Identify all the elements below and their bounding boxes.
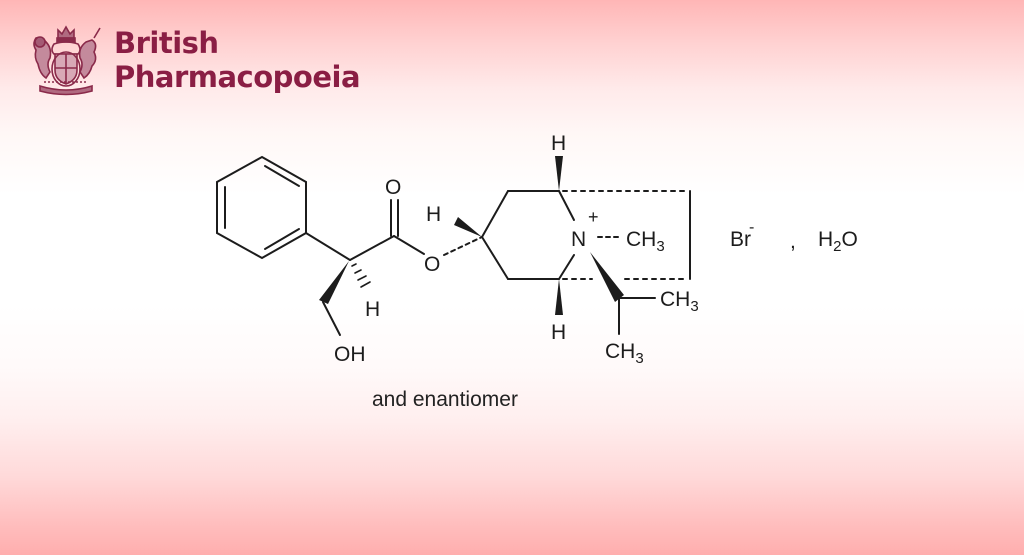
brand-name: British Pharmacopoeia: [114, 26, 361, 94]
water-molecule: H2O: [818, 228, 858, 255]
hashed-bond-alpha-h: [351, 263, 371, 288]
epoxide-bridge-dashed: [562, 190, 688, 280]
group-n-methyl: CH3: [626, 228, 665, 255]
brand-line-british: British: [114, 26, 219, 60]
brand-line-pharmacopoeia: Pharmacopoeia: [114, 60, 361, 94]
atom-nitrogen: N: [571, 228, 586, 251]
atom-hydroxyl: OH: [334, 343, 366, 366]
wedge-bonds: [319, 156, 624, 315]
atom-bridgehead-top-hydrogen: H: [551, 132, 566, 155]
counterion-bromide: Br-: [730, 219, 754, 251]
group-isopropyl-methyl-down: CH3: [605, 340, 644, 367]
atom-ester-oxygen: O: [424, 253, 440, 276]
atom-c3-hydrogen: H: [426, 203, 441, 226]
benzene-ring: [216, 155, 307, 260]
atom-carbonyl-oxygen: O: [385, 176, 401, 199]
structure-caption: and enantiomer: [372, 388, 518, 411]
charge-plus: +: [588, 207, 599, 227]
group-isopropyl-methyl-right: CH3: [660, 288, 699, 315]
royal-coat-of-arms-icon: [33, 25, 101, 96]
atom-bridgehead-bottom-hydrogen: H: [551, 321, 566, 344]
separator-comma: ,: [790, 230, 796, 253]
british-pharmacopoeia-logo: British Pharmacopoeia: [28, 24, 361, 96]
tropane-ring: [481, 190, 575, 280]
atom-alpha-hydrogen: H: [365, 298, 380, 321]
